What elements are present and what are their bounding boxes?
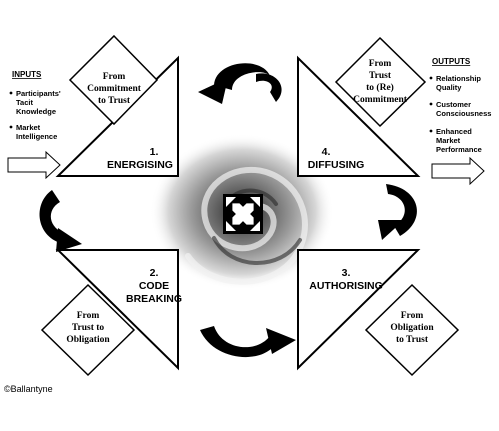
output-item-2-line-1: Customer: [436, 100, 471, 109]
output-item-3-line-1: Enhanced: [436, 127, 472, 136]
output-item-2-line-2: Consciousness: [436, 109, 491, 118]
input-item-1-line-1: Participants': [16, 89, 61, 98]
transition-bottom-left-line-1: From: [77, 311, 100, 321]
transition-bottom-left-line-3: Obligation: [66, 335, 110, 345]
input-item-1-line-3: Knowledge: [16, 107, 56, 116]
transition-diamond-top-left: [68, 34, 159, 126]
stage-4-number: 4.: [322, 146, 331, 158]
transition-top-right-line-4: Commitment: [353, 95, 408, 105]
stage-3-name: AUTHORISING: [309, 280, 383, 292]
output-item-3-line-2: Market: [436, 136, 461, 145]
arrow-right-icon: [378, 184, 417, 240]
input-item-2-line-1: Market: [16, 123, 41, 132]
arrow-left-icon: [39, 190, 82, 252]
transition-bottom-left-line-2: Trust to: [72, 323, 105, 333]
transition-top-left-line-3: to Trust: [98, 96, 131, 106]
stage-2-name: CODE: [139, 280, 169, 292]
stage-4-name: DIFFUSING: [308, 159, 365, 171]
transition-diamond-bottom-left: [40, 283, 136, 377]
stage-3-number: 3.: [342, 267, 351, 279]
transition-top-left-line-2: Commitment: [87, 84, 142, 94]
transition-bottom-right-line-1: From: [401, 311, 424, 321]
transition-top-left-line-1: From: [103, 72, 126, 82]
transition-bottom-right-line-2: Obligation: [390, 323, 434, 333]
stage-2-name-line-2: BREAKING: [126, 293, 182, 305]
arrow-top-icon: [198, 63, 282, 104]
input-arrow-icon: [7, 150, 61, 180]
transition-top-right-line-1: From: [369, 59, 392, 69]
transition-diamond-bottom-right: [364, 283, 460, 377]
stage-1-number: 1.: [150, 146, 159, 158]
input-item-2-line-2: Intelligence: [16, 132, 57, 141]
four-way-arrow-icon: [223, 194, 263, 234]
stage-triangle-code-breaking: [55, 249, 179, 371]
input-item-1-line-2: Tacit: [16, 98, 33, 107]
output-arrow-icon: [431, 156, 485, 186]
outputs-panel: OUTPUTS Relationship Quality Customer Co…: [429, 57, 491, 154]
transition-diamond-top-right: [334, 36, 427, 128]
inputs-heading: INPUTS: [12, 70, 42, 79]
copyright-text: ©Ballantyne: [4, 384, 53, 394]
output-item-3-line-3: Performance: [436, 145, 482, 154]
output-item-1-line-1: Relationship: [436, 74, 481, 83]
transition-top-right-line-2: Trust: [369, 71, 392, 81]
arrow-bottom-icon: [200, 326, 296, 358]
inputs-panel: INPUTS Participants' Tacit Knowledge Mar…: [9, 70, 61, 141]
transition-bottom-right-line-3: to Trust: [396, 335, 429, 345]
stage-2-number: 2.: [150, 267, 159, 279]
output-item-1-line-2: Quality: [436, 83, 462, 92]
stage-1-name: ENERGISING: [107, 159, 173, 171]
stage-triangle-authorising: [297, 249, 421, 371]
transition-top-right-line-3: to (Re): [366, 82, 394, 93]
outputs-heading: OUTPUTS: [432, 57, 471, 66]
stage-triangle-diffusing: [297, 55, 421, 177]
